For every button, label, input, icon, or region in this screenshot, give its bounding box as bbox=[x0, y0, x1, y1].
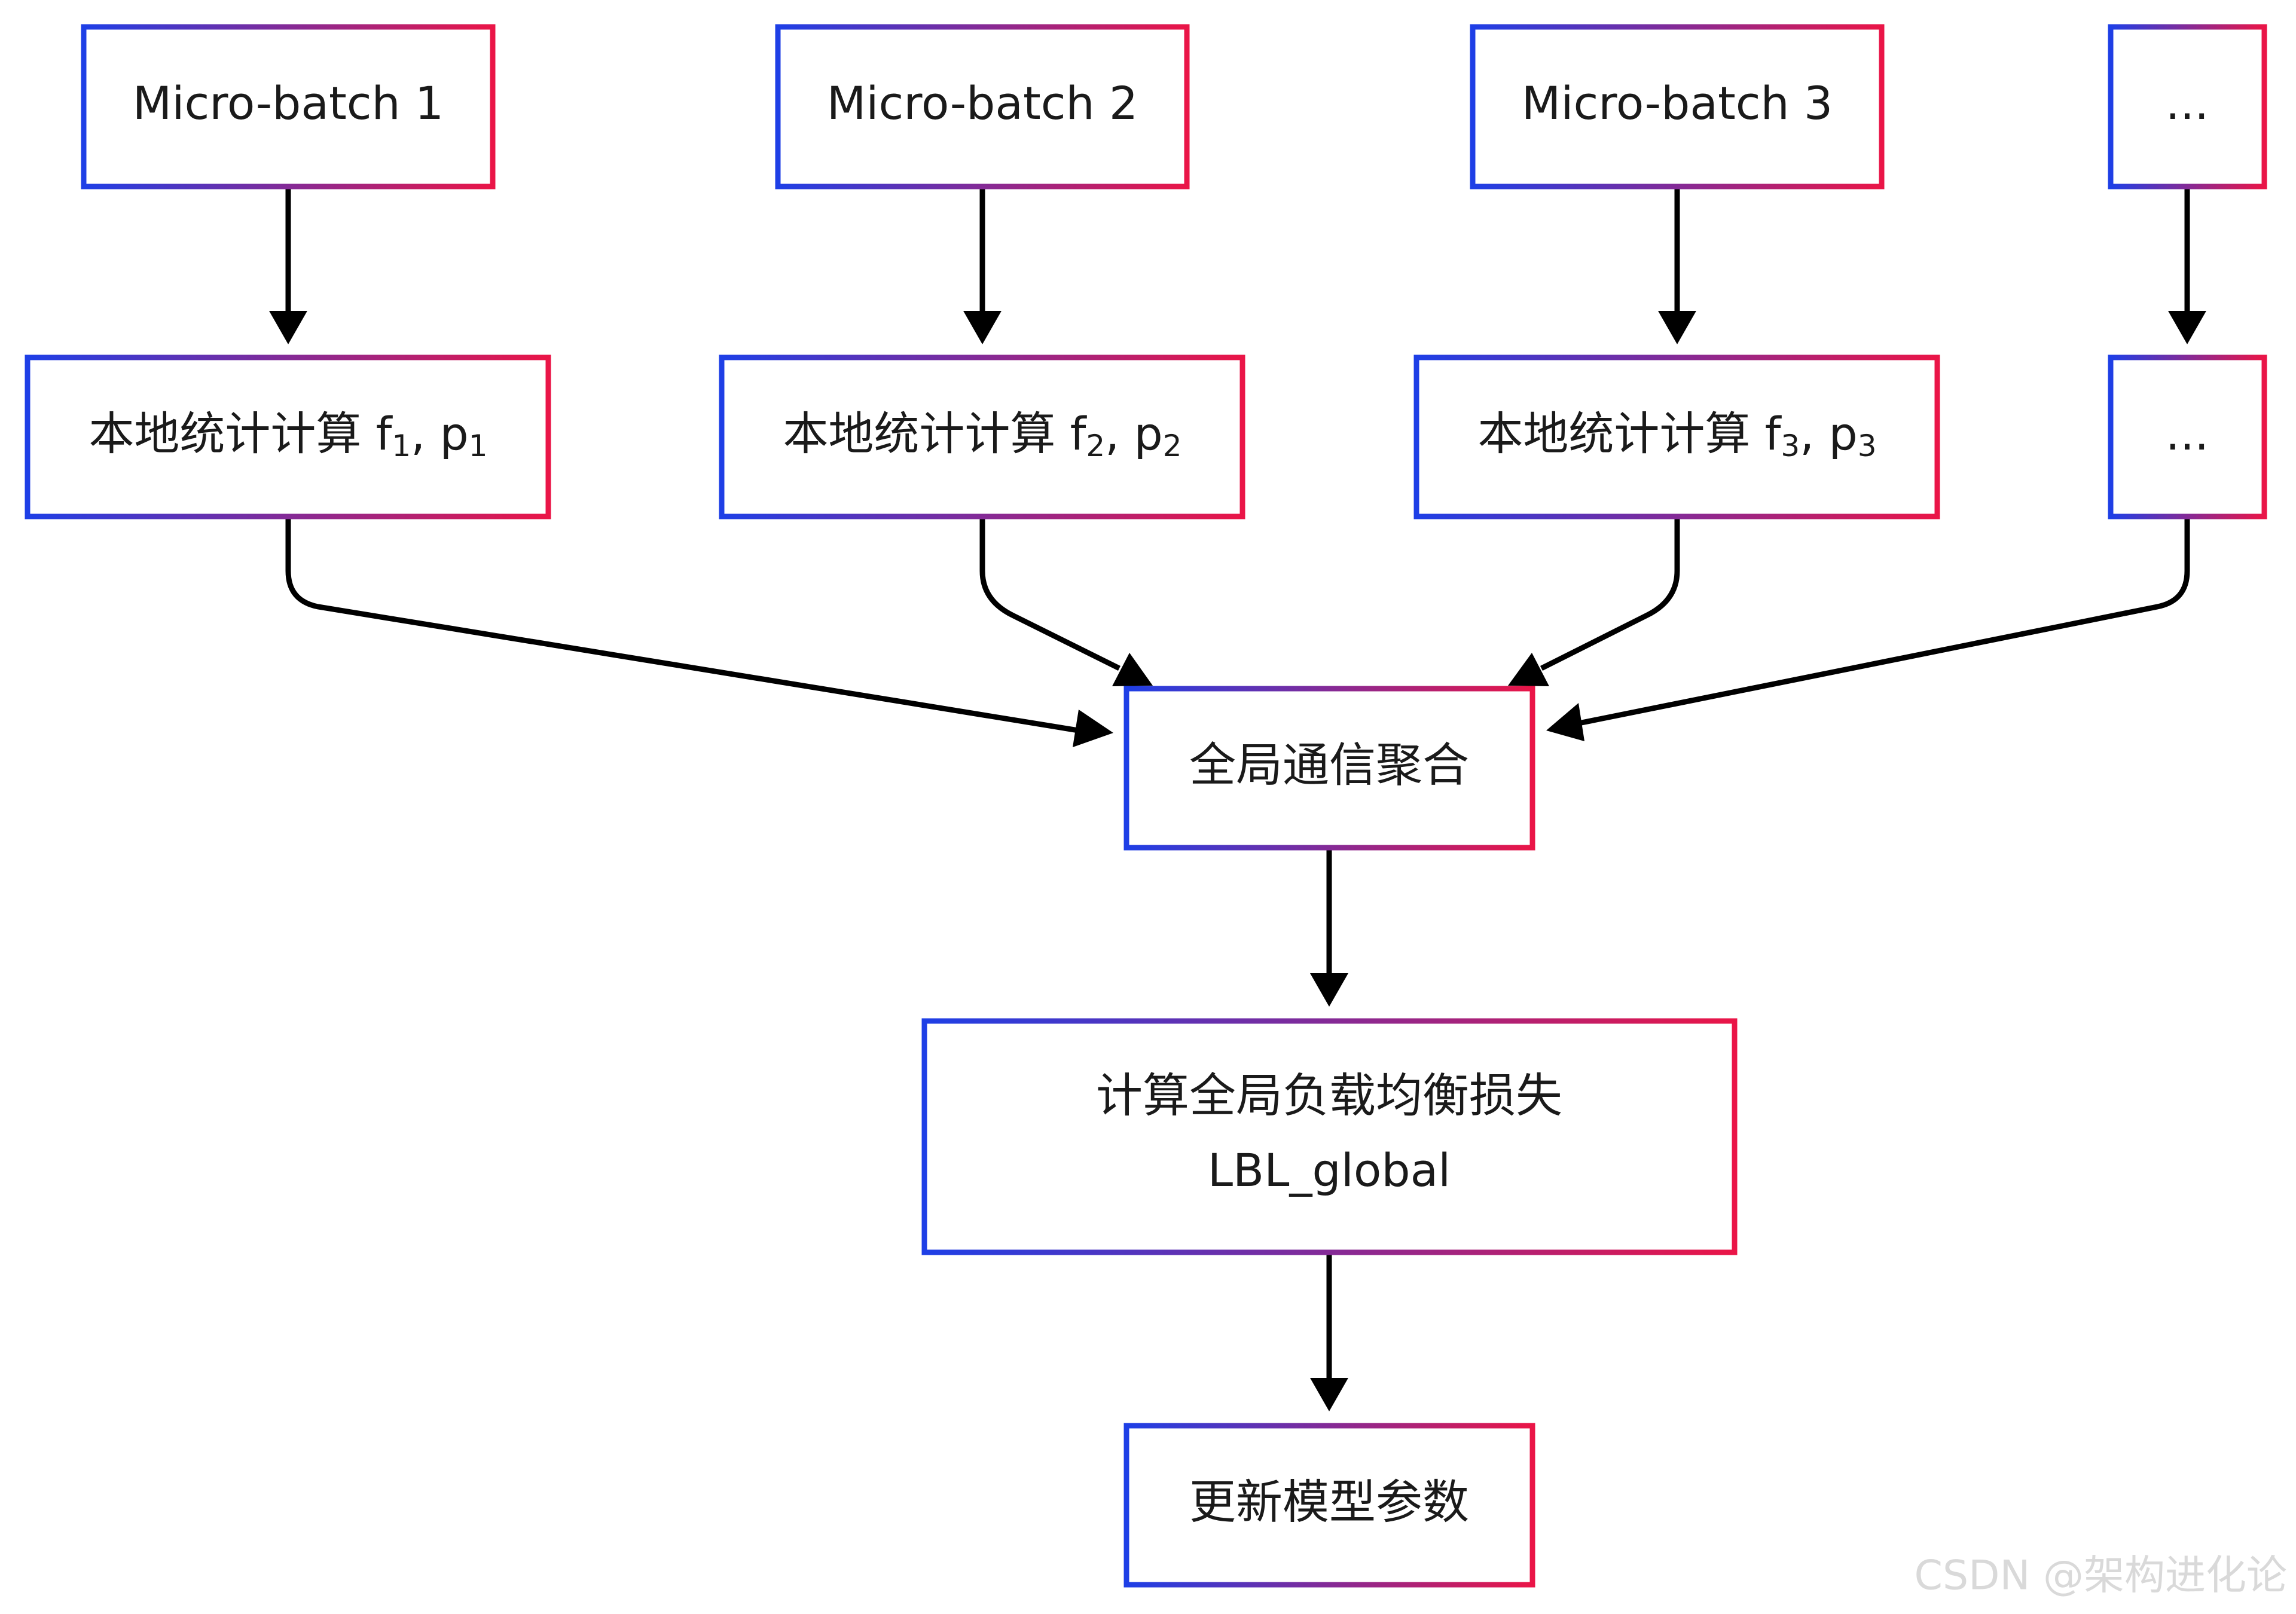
node-local-stat-3: 本地统计计算 f3, p3 bbox=[1413, 354, 1940, 519]
edge-stat1-to-aggregate bbox=[285, 516, 1113, 747]
node-micro-batch-3: Micro-batch 3 bbox=[1470, 24, 1885, 189]
node-micro-batch-2-label: Micro-batch 2 bbox=[827, 77, 1138, 130]
node-local-stat-3-label: 本地统计计算 f3, p3 bbox=[1477, 407, 1876, 463]
node-micro-batch-3-label: Micro-batch 3 bbox=[1522, 77, 1833, 130]
edge-stat2-to-aggregate bbox=[979, 516, 1153, 686]
edge-mb2-to-stat2 bbox=[963, 187, 1002, 344]
node-micro-batch-more: ... bbox=[2108, 24, 2267, 189]
node-micro-batch-more-label: ... bbox=[2166, 77, 2209, 130]
edge-stat3-to-aggregate bbox=[1508, 516, 1680, 686]
node-global-aggregate-label: 全局通信聚合 bbox=[1189, 738, 1469, 792]
edge-loss-to-update bbox=[1310, 1252, 1348, 1411]
node-local-stat-more-label: ... bbox=[2166, 407, 2209, 460]
edge-mb1-to-stat1 bbox=[269, 187, 307, 344]
node-update-params: 更新模型参数 bbox=[1123, 1423, 1535, 1588]
watermark-text: CSDN @架构进化论 bbox=[1915, 1552, 2288, 1600]
nodes: Micro-batch 1 Micro-batch 2 Micro-batch … bbox=[25, 24, 2267, 1588]
edge-aggregate-to-loss bbox=[1310, 848, 1348, 1007]
edge-mb3-to-stat3 bbox=[1658, 187, 1696, 344]
node-micro-batch-1: Micro-batch 1 bbox=[81, 24, 496, 189]
node-update-params-label: 更新模型参数 bbox=[1189, 1475, 1469, 1529]
node-global-loss-line1: 计算全局负载均衡损失 bbox=[1096, 1069, 1562, 1123]
node-local-stat-2-label: 本地统计计算 f2, p2 bbox=[783, 407, 1181, 463]
node-micro-batch-1-label: Micro-batch 1 bbox=[133, 77, 444, 130]
node-local-stat-2: 本地统计计算 f2, p2 bbox=[719, 354, 1245, 519]
node-micro-batch-2: Micro-batch 2 bbox=[775, 24, 1190, 189]
node-global-aggregate: 全局通信聚合 bbox=[1123, 686, 1535, 851]
node-local-stat-1: 本地统计计算 f1, p1 bbox=[25, 354, 551, 519]
edges bbox=[269, 187, 2206, 1411]
node-local-stat-1-label: 本地统计计算 f1, p1 bbox=[88, 407, 487, 463]
node-global-loss: 计算全局负载均衡损失 LBL_global bbox=[921, 1018, 1738, 1255]
node-local-stat-more: ... bbox=[2108, 354, 2267, 519]
edge-statmore-to-aggregate bbox=[1546, 516, 2190, 741]
edge-mbmore-to-statmore bbox=[2168, 187, 2206, 344]
node-global-loss-line2: LBL_global bbox=[1208, 1144, 1451, 1197]
